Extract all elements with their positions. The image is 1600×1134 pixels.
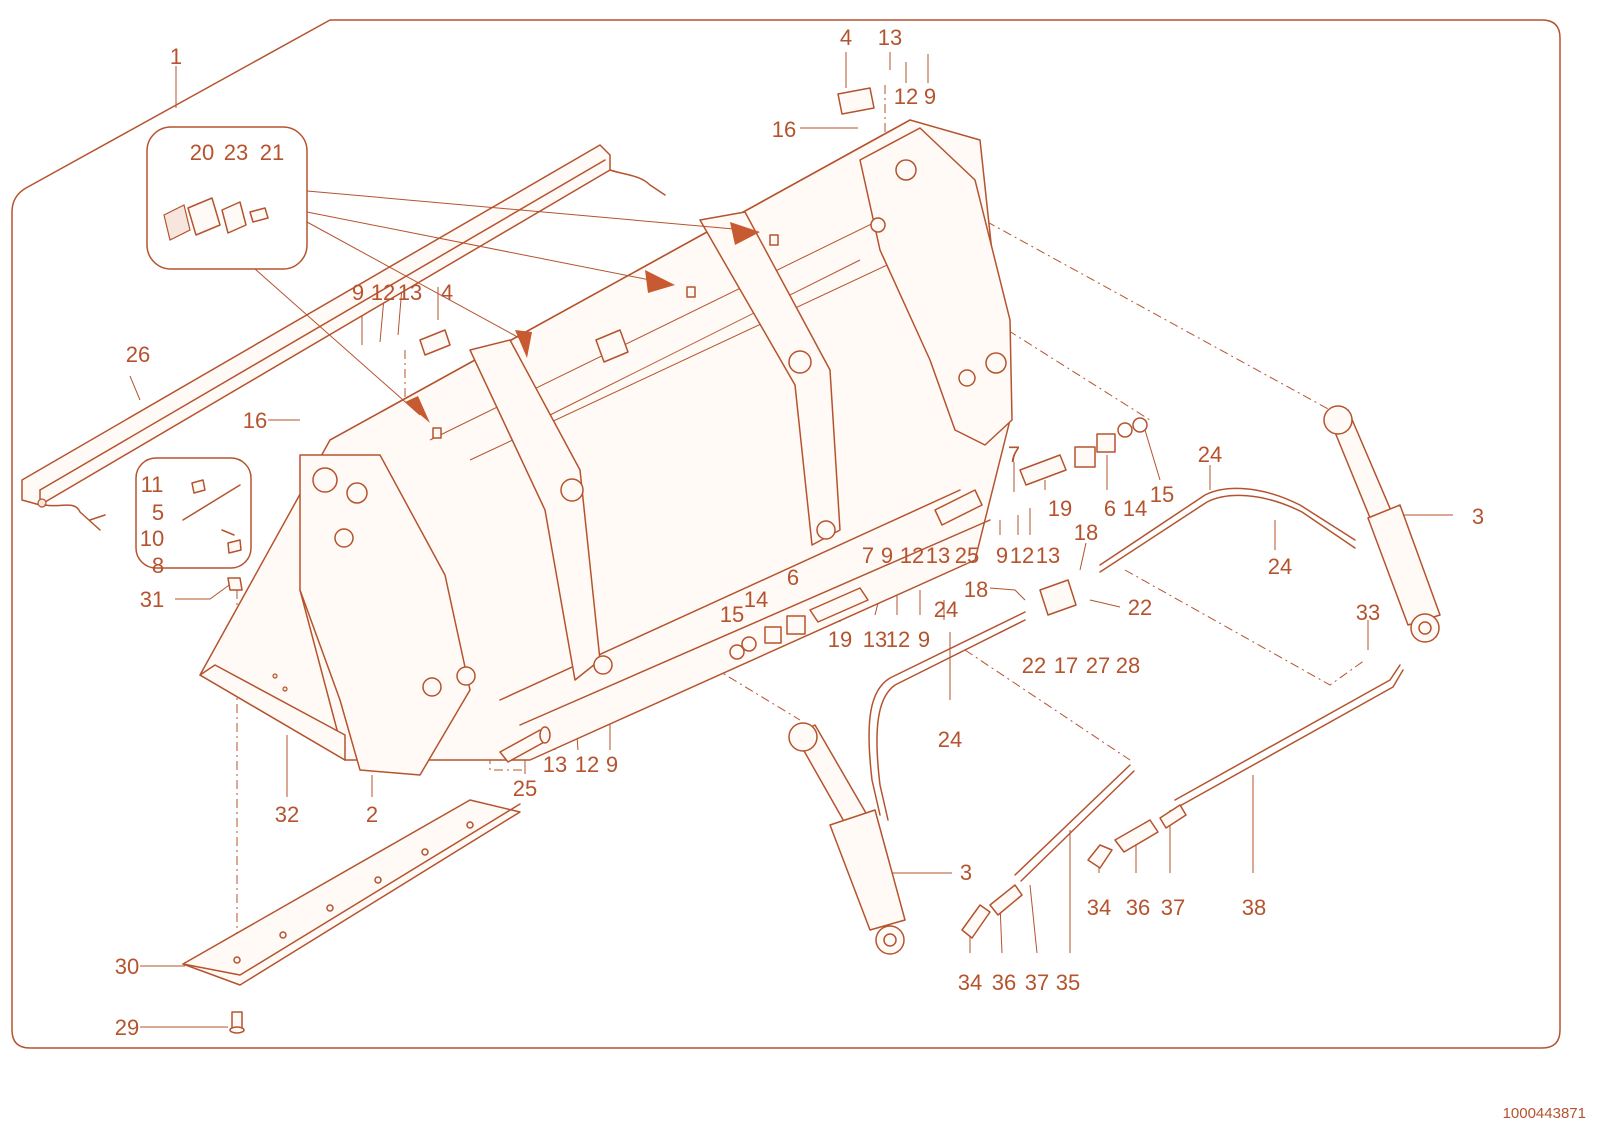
part-label: 9 (881, 543, 893, 568)
part-label: 24 (934, 597, 958, 622)
part-label: 27 (1086, 653, 1110, 678)
part-label: 10 (140, 526, 164, 551)
part-label: 23 (224, 140, 248, 165)
bolt-29 (229, 1011, 245, 1034)
part-label: 5 (152, 500, 164, 525)
part-label: 9 (606, 752, 618, 777)
part-label: 21 (260, 140, 284, 165)
part-label: 28 (1116, 653, 1140, 678)
part-label: 9 (918, 627, 930, 652)
part-label: 1 (170, 44, 182, 69)
part-label: 14 (744, 587, 768, 612)
grease-hoses (961, 664, 1404, 939)
pins-and-bushings (419, 87, 1148, 763)
part-label: 3 (1472, 504, 1484, 529)
part-label: 13 (543, 752, 567, 777)
part-label: 22 (1022, 653, 1046, 678)
cutting-edge (182, 799, 521, 986)
part-label: 17 (1054, 653, 1078, 678)
part-label: 30 (115, 954, 139, 979)
part-label: 19 (1048, 496, 1072, 521)
part-label: 12 (886, 627, 910, 652)
part-label: 2 (366, 802, 378, 827)
part-label: 20 (190, 140, 214, 165)
part-label: 32 (275, 802, 299, 827)
part-label: 9 (352, 280, 364, 305)
part-label: 4 (441, 280, 453, 305)
part-label: 13 (926, 543, 950, 568)
part-label: 34 (1087, 895, 1111, 920)
part-label: 37 (1161, 895, 1185, 920)
part-label: 7 (862, 543, 874, 568)
part-label: 18 (964, 577, 988, 602)
part-label: 34 (958, 970, 982, 995)
part-label: 36 (992, 970, 1016, 995)
part-label: 25 (955, 543, 979, 568)
part-label: 9 (996, 543, 1008, 568)
part-label: 13 (863, 627, 887, 652)
part-labels: 1 20 23 21 26 16 9 12 13 4 11 5 10 8 31 … (115, 25, 1484, 1040)
part-label: 12 (575, 752, 599, 777)
part-label: 24 (1198, 442, 1222, 467)
part-label: 37 (1025, 970, 1049, 995)
part-label: 38 (1242, 895, 1266, 920)
diagram-frame (11, 19, 1561, 1049)
part-label: 16 (772, 117, 796, 142)
part-label: 33 (1356, 600, 1380, 625)
part-label: 14 (1123, 496, 1147, 521)
cutting-edge-holes (233, 821, 474, 964)
hydraulic-hoses (868, 487, 1356, 821)
part-label: 3 (960, 860, 972, 885)
part-label: 16 (243, 408, 267, 433)
part-label: 9 (924, 84, 936, 109)
part-label: 31 (140, 587, 164, 612)
part-label: 19 (828, 627, 852, 652)
part-label: 6 (787, 565, 799, 590)
part-label: 26 (126, 342, 150, 367)
part-label: 13 (398, 280, 422, 305)
part-label: 12 (894, 84, 918, 109)
part-label: 25 (513, 776, 537, 801)
part-label: 36 (1126, 895, 1150, 920)
part-label: 4 (840, 25, 852, 50)
callout-arrows (254, 190, 760, 423)
part-label: 18 (1074, 520, 1098, 545)
part-label: 6 (1104, 496, 1116, 521)
document-number: 1000443871 (1503, 1105, 1586, 1122)
part-label: 24 (938, 727, 962, 752)
part-label: 11 (141, 472, 164, 497)
wear-strip-26 (21, 144, 666, 531)
part-label: 29 (115, 1015, 139, 1040)
hydraulic-cylinders (788, 405, 1441, 955)
part-label: 22 (1128, 595, 1152, 620)
part-label: 15 (720, 602, 744, 627)
part-label: 35 (1056, 970, 1080, 995)
part-label: 8 (152, 553, 164, 578)
part-label: 12 (371, 280, 395, 305)
part-label: 24 (1268, 554, 1292, 579)
part-label: 13 (878, 25, 902, 50)
bucket-body (199, 119, 1013, 776)
part-label: 12 (900, 543, 924, 568)
part-label: 12 (1010, 543, 1034, 568)
part-label: 15 (1150, 482, 1174, 507)
part-label: 7 (1008, 442, 1020, 467)
part-label: 13 (1036, 543, 1060, 568)
inset-detail-boxes (135, 126, 308, 591)
